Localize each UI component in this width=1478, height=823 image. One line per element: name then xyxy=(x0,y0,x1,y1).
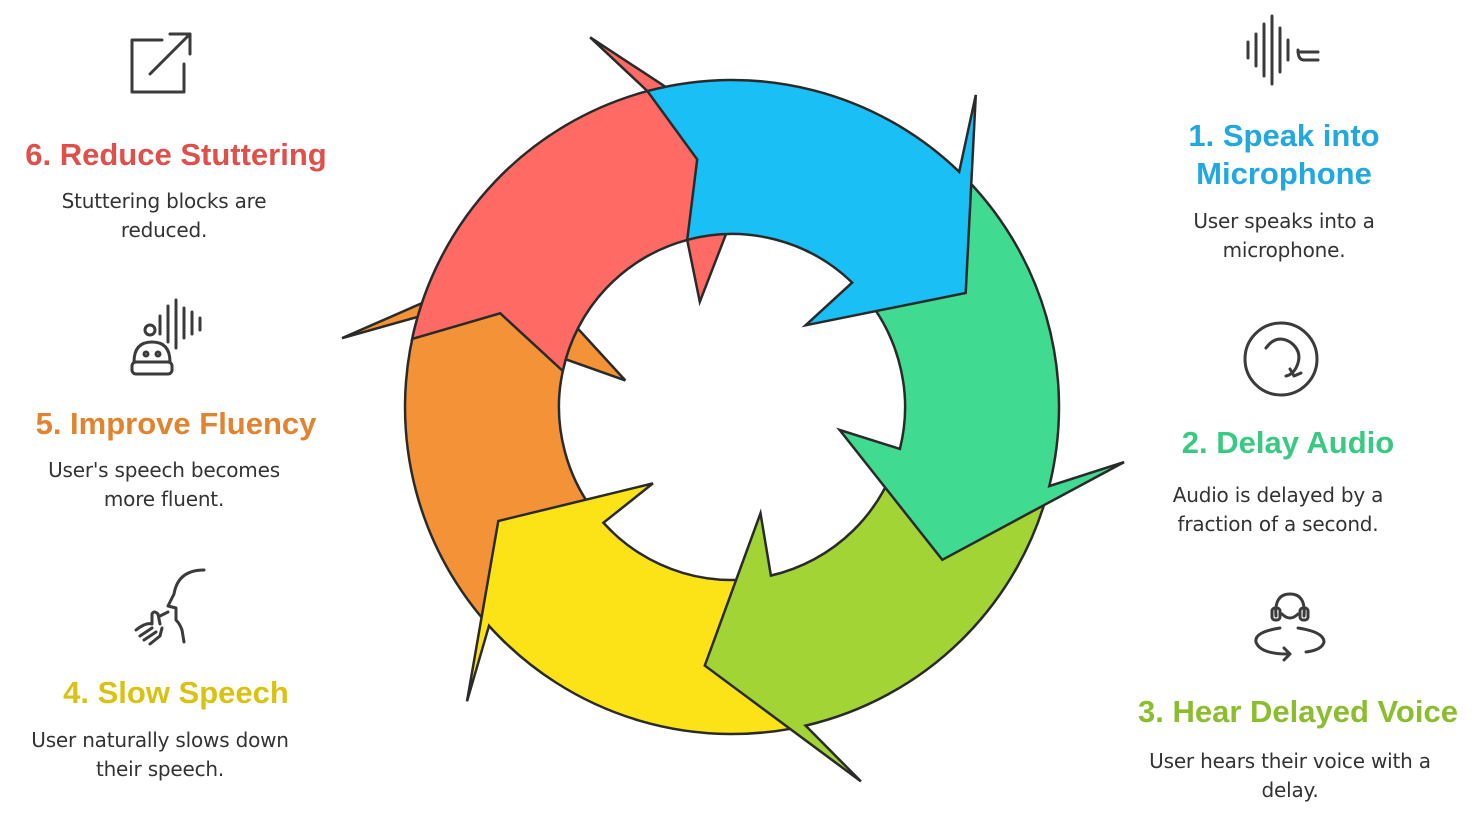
step-1-speak: 1. Speak into Microphone User speaks int… xyxy=(1134,117,1434,265)
cycle-arrow-speak xyxy=(645,78,978,328)
expand-arrow-icon xyxy=(126,26,198,98)
step-2-title: 2. Delay Audio xyxy=(1181,425,1395,460)
step-3-description: User hears their voice with a delay. xyxy=(1149,749,1431,802)
step-6-reduce: 6. Reduce Stuttering Stuttering blocks a… xyxy=(10,136,342,245)
step-3-title: 3. Hear Delayed Voice xyxy=(1138,694,1458,729)
step-6-title: 6. Reduce Stuttering xyxy=(25,137,327,172)
step-2-description: Audio is delayed by a fraction of a seco… xyxy=(1172,483,1384,536)
step-4-slow: 4. Slow Speech User naturally slows down… xyxy=(10,674,342,784)
step-2-delay: 2. Delay Audio Audio is delayed by a fra… xyxy=(1138,424,1438,539)
step-6-description: Stuttering blocks are reduced. xyxy=(61,189,267,242)
step-1-description: User speaks into a microphone. xyxy=(1193,209,1375,262)
step-5-description: User's speech becomes more fluent. xyxy=(48,458,280,511)
step-4-title: 4. Slow Speech xyxy=(63,675,289,710)
voice-assistant-icon xyxy=(126,298,216,380)
step-1-title: 1. Speak into Microphone xyxy=(1188,118,1380,191)
step-5-fluency: 5. Improve Fluency User's speech becomes… xyxy=(10,405,342,514)
delay-clock-icon xyxy=(1240,318,1322,400)
soundwave-icon xyxy=(1240,12,1324,88)
headphones-head-icon xyxy=(1248,586,1332,666)
step-4-description: User naturally slows down their speech. xyxy=(31,728,289,781)
step-5-title: 5. Improve Fluency xyxy=(35,406,317,441)
speaking-head-hand-icon xyxy=(126,566,216,650)
step-3-hear: 3. Hear Delayed Voice User hears their v… xyxy=(1118,693,1478,805)
